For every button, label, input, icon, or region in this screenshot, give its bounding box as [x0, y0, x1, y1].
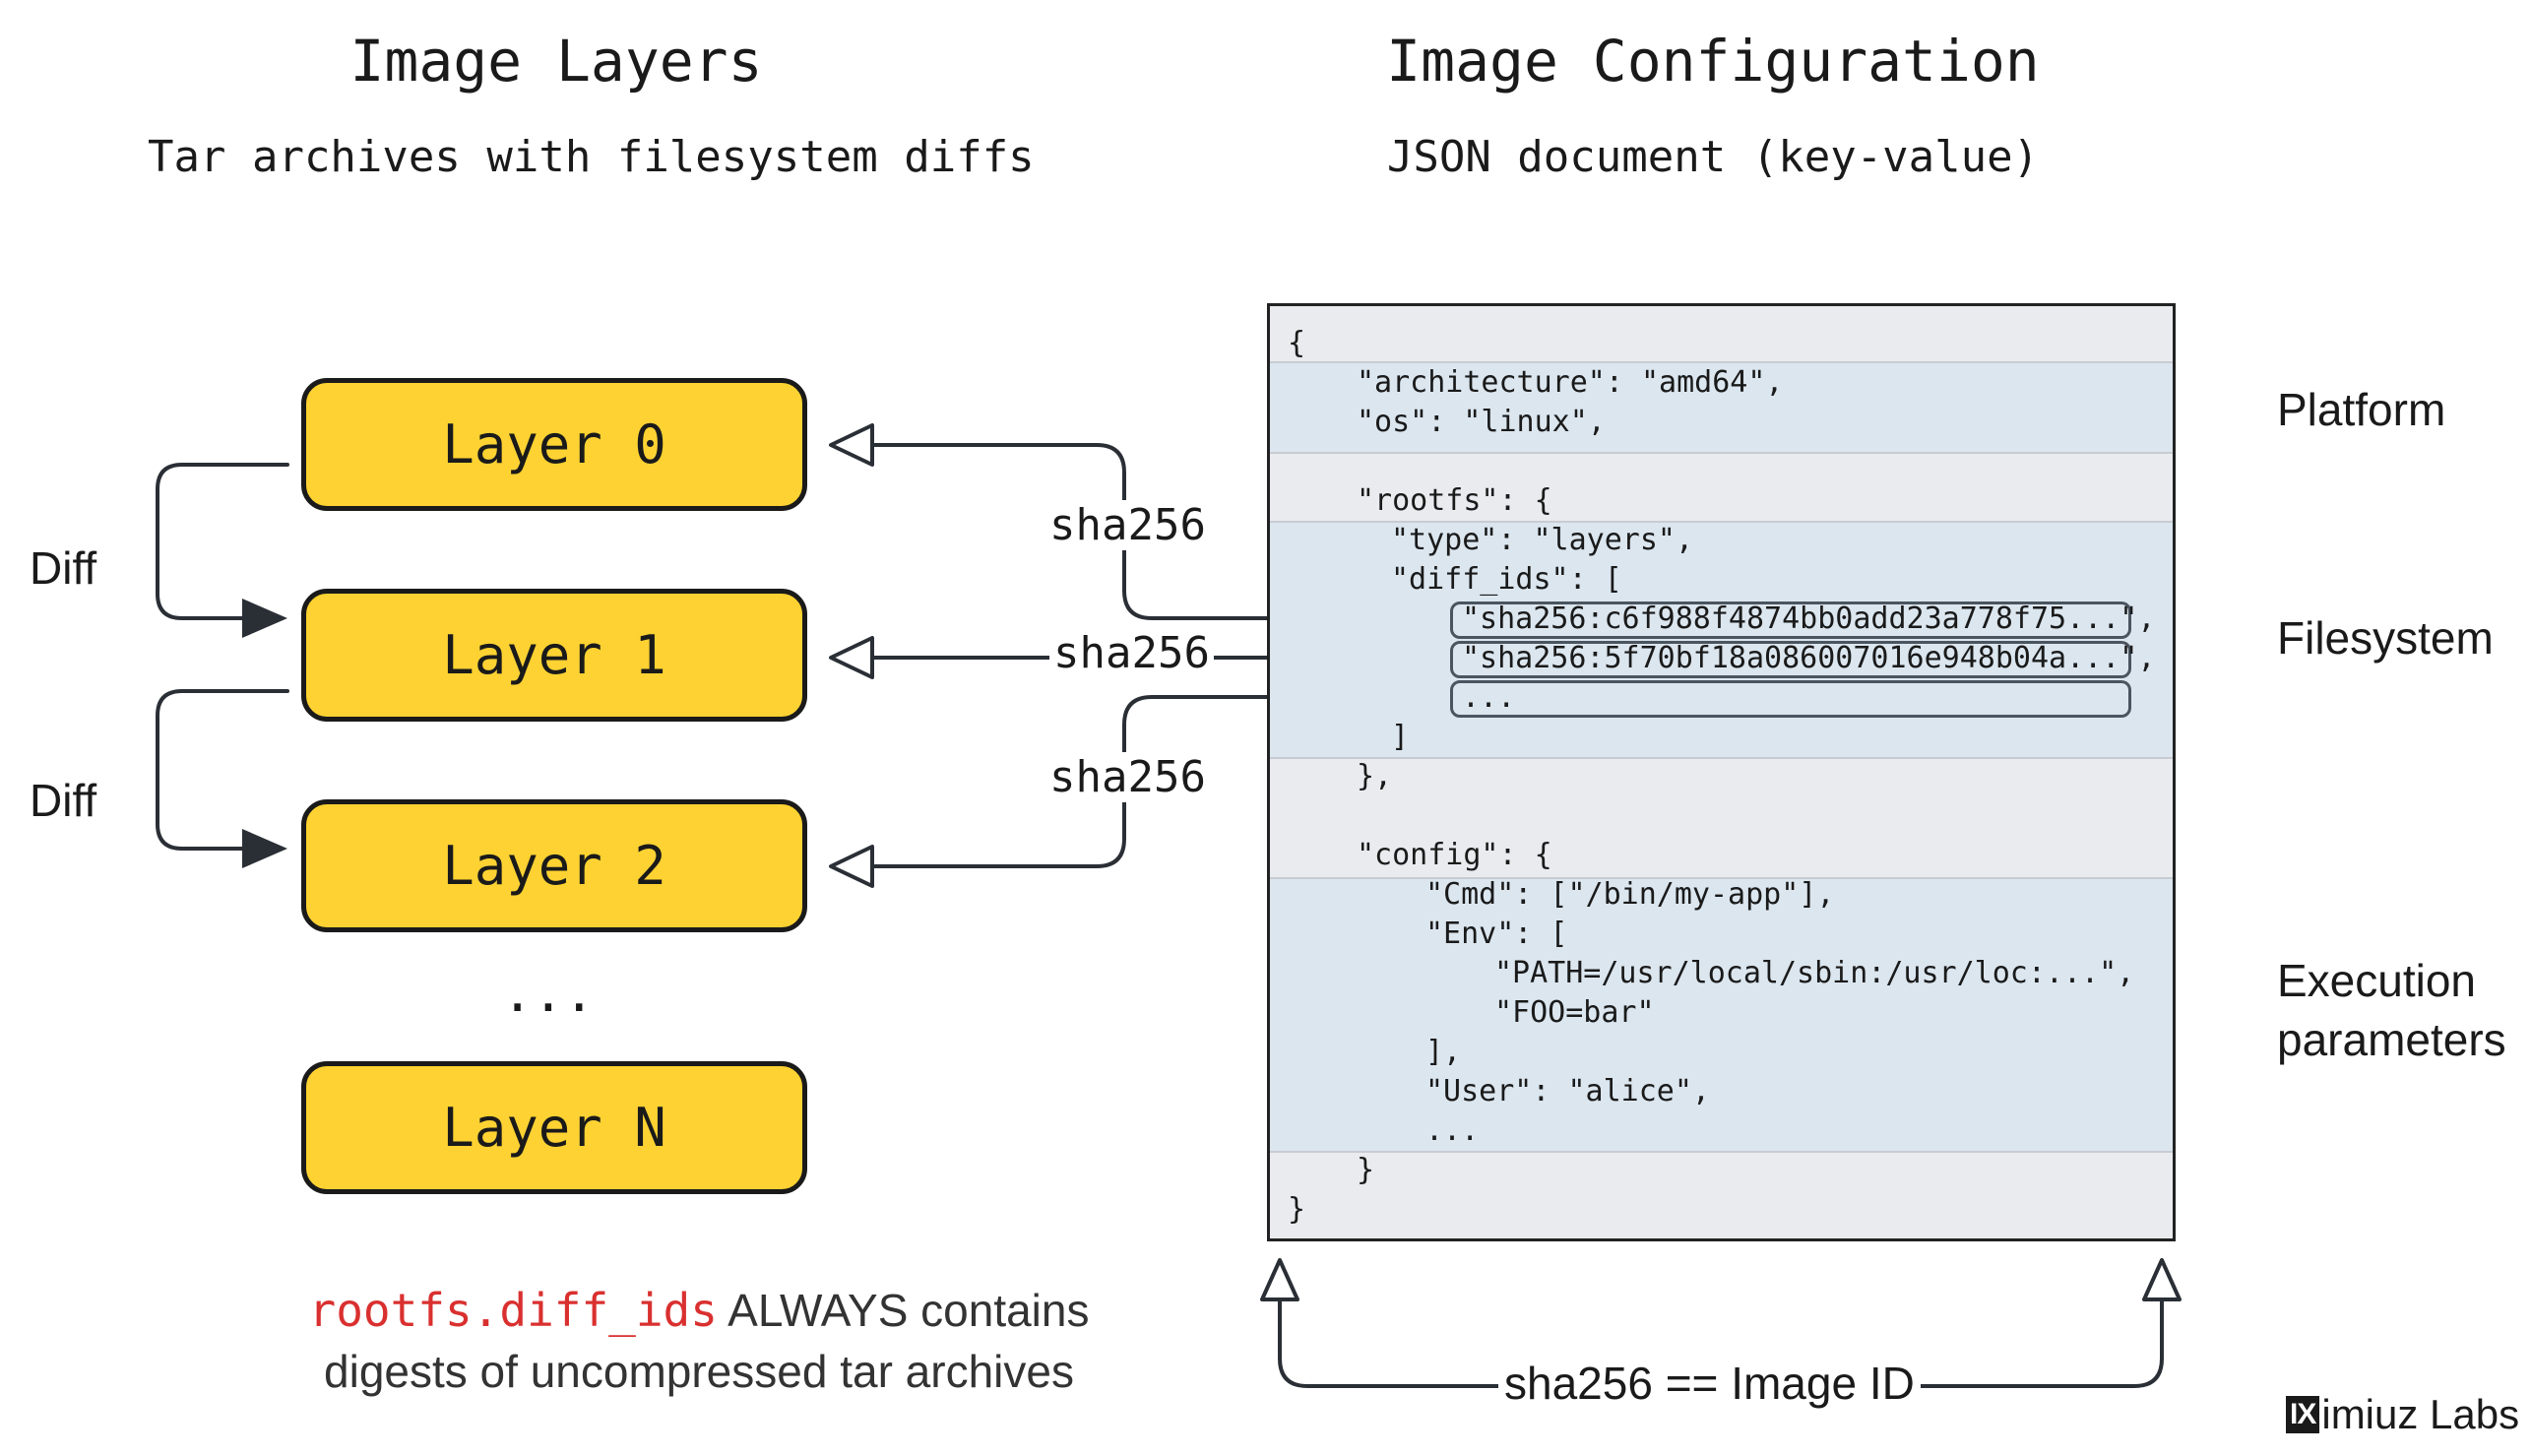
diff-arrow-1-2	[156, 689, 289, 851]
sha-label-2: sha256	[1045, 752, 1210, 802]
json-env-foo: "FOO=bar"	[1494, 995, 1655, 1030]
json-env-open: "Env": [	[1425, 917, 1568, 951]
layer-0-box: Layer 0	[301, 378, 807, 511]
json-document: { "architecture": "amd64", "os": "linux"…	[1267, 303, 2176, 1241]
diff-arrow-0-1	[156, 463, 289, 620]
json-rootfs-type: "type": "layers",	[1391, 523, 1694, 557]
diff-label: Diff	[30, 542, 97, 594]
layer-label: Layer 0	[442, 413, 666, 475]
json-env-path: "PATH=/usr/local/sbin:/usr/loc:...",	[1494, 956, 2135, 990]
brand-logo: IX imiuz Labs	[2286, 1391, 2519, 1438]
layer-1-box: Layer 1	[301, 589, 807, 722]
json-rootfs-open: "rootfs": {	[1357, 483, 1552, 518]
config-title: Image Configuration	[1386, 28, 2040, 95]
diff-id-box-1	[1450, 641, 2131, 678]
layers-subtitle: Tar archives with filesystem diffs	[148, 132, 1035, 182]
json-diff-ids-close: ]	[1391, 720, 1410, 754]
diff-arrowhead-1	[242, 599, 287, 638]
layer-label: Layer 1	[442, 624, 666, 686]
json-architecture: "architecture": "amd64",	[1357, 365, 1784, 400]
json-open-brace: {	[1288, 326, 1306, 360]
diff-id-box-0	[1450, 601, 2131, 639]
sha-label-1: sha256	[1049, 628, 1214, 678]
sha-label-0: sha256	[1045, 500, 1210, 550]
note-code: rootfs.diff_ids	[308, 1284, 718, 1337]
platform-band	[1270, 361, 2173, 454]
platform-label: Platform	[2277, 384, 2446, 435]
json-os: "os": "linux",	[1357, 405, 1606, 439]
diff-id-box-more	[1450, 680, 2131, 718]
note-line-2: digests of uncompressed tar archives	[324, 1346, 1074, 1397]
execution-label-line1: Execution	[2277, 955, 2477, 1006]
image-id-arrowhead-right	[2142, 1258, 2182, 1301]
diff-id-more: ...	[1462, 680, 1516, 715]
sha-arrowhead-0	[829, 423, 874, 467]
json-diff-ids-open: "diff_ids": [	[1391, 562, 1622, 597]
layers-title: Image Layers	[349, 28, 763, 95]
json-env-close: ],	[1425, 1035, 1462, 1069]
brand-logo-mark: IX	[2286, 1396, 2320, 1433]
execution-label-line2: parameters	[2277, 1014, 2506, 1065]
filesystem-label: Filesystem	[2277, 612, 2494, 664]
json-user: "User": "alice",	[1425, 1074, 1710, 1108]
filesystem-band	[1270, 521, 2173, 759]
note-line-1: rootfs.diff_ids ALWAYS contains	[197, 1280, 1201, 1341]
layers-ellipsis: ...	[502, 965, 595, 1024]
diff-ids-note: rootfs.diff_ids ALWAYS contains digests …	[197, 1280, 1201, 1402]
brand-name: imiuz Labs	[2321, 1391, 2520, 1437]
diff-id-0: "sha256:c6f988f4874bb0add23a778f75...",	[1462, 601, 2156, 636]
diff-arrowhead-2	[242, 829, 287, 868]
image-id-arrowhead-left	[1260, 1258, 1299, 1301]
image-id-label: sha256 == Image ID	[1498, 1357, 1921, 1410]
layer-2-box: Layer 2	[301, 799, 807, 932]
json-more: ...	[1425, 1113, 1480, 1148]
layer-n-box: Layer N	[301, 1061, 807, 1194]
note-text-1: ALWAYS contains	[717, 1285, 1090, 1336]
json-config-open: "config": {	[1357, 838, 1552, 872]
json-config-close: }	[1357, 1153, 1375, 1187]
json-rootfs-close: },	[1357, 759, 1393, 793]
diff-label: Diff	[30, 775, 97, 826]
sha-arrowhead-2	[829, 845, 874, 888]
layer-label: Layer N	[442, 1097, 666, 1159]
execution-band	[1270, 877, 2173, 1153]
json-close-brace: }	[1288, 1192, 1306, 1227]
json-cmd: "Cmd": ["/bin/my-app"],	[1425, 877, 1835, 912]
config-subtitle: JSON document (key-value)	[1386, 132, 2040, 182]
sha-arrowhead-1	[829, 636, 874, 679]
diff-id-1: "sha256:5f70bf18a086007016e948b04a...",	[1462, 641, 2156, 675]
layer-label: Layer 2	[442, 835, 666, 897]
